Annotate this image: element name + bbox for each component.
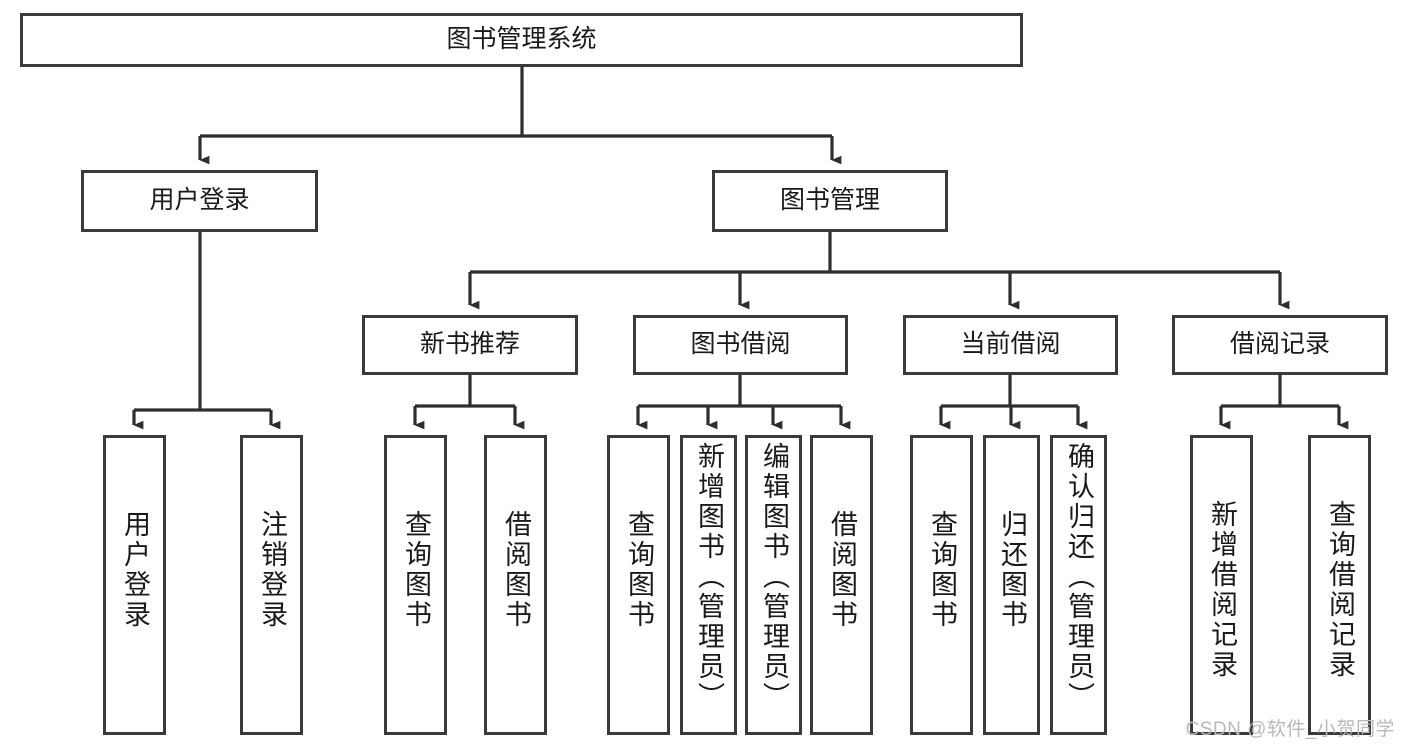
node-l3-当前借阅[interactable]: 当前借阅 <box>903 315 1118 375</box>
node-leaf-新增图书管理员-5[interactable]: 新增图书（管理员） <box>680 435 737 735</box>
node-leaf-label: 查询图书 <box>401 510 431 630</box>
node-leaf-借阅图书-7[interactable]: 借阅图书 <box>810 435 873 735</box>
node-leaf-label: 借阅图书 <box>501 510 531 630</box>
node-leaf-label: 新增借阅记录 <box>1207 500 1237 680</box>
node-leaf-label: 归还图书 <box>997 510 1027 630</box>
node-leaf-label: 用户登录 <box>120 510 150 630</box>
node-root-system[interactable]: 图书管理系统 <box>20 13 1023 67</box>
node-leaf-借阅图书-3[interactable]: 借阅图书 <box>484 435 547 735</box>
node-l3-图书借阅[interactable]: 图书借阅 <box>633 315 848 375</box>
node-l3-label: 当前借阅 <box>960 330 1061 359</box>
node-l3-借阅记录[interactable]: 借阅记录 <box>1172 315 1388 375</box>
node-leaf-确认归还管理员-10[interactable]: 确认归还（管理员） <box>1050 435 1107 735</box>
node-leaf-查询图书-2[interactable]: 查询图书 <box>384 435 447 735</box>
node-leaf-用户登录-0[interactable]: 用户登录 <box>103 435 166 735</box>
node-leaf-label: 借阅图书 <box>827 510 857 630</box>
node-leaf-label: 注销登录 <box>257 510 287 630</box>
node-l3-label: 新书推荐 <box>419 330 520 359</box>
node-l2-label: 图书管理 <box>779 186 880 215</box>
node-leaf-label: 查询图书 <box>624 510 654 630</box>
node-leaf-label: 查询借阅记录 <box>1325 500 1355 680</box>
node-leaf-查询借阅记录-12[interactable]: 查询借阅记录 <box>1308 435 1371 735</box>
node-l2-用户登录[interactable]: 用户登录 <box>81 170 318 232</box>
node-leaf-新增借阅记录-11[interactable]: 新增借阅记录 <box>1190 435 1253 735</box>
node-root-label: 图书管理系统 <box>446 25 597 54</box>
node-l2-label: 用户登录 <box>149 186 250 215</box>
node-l3-label: 图书借阅 <box>690 330 791 359</box>
node-leaf-编辑图书管理员-6[interactable]: 编辑图书（管理员） <box>745 435 802 735</box>
node-leaf-归还图书-9[interactable]: 归还图书 <box>983 435 1040 735</box>
node-leaf-注销登录-1[interactable]: 注销登录 <box>240 435 303 735</box>
watermark-text: CSDN @软件_小贺同学 <box>1185 719 1395 740</box>
node-leaf-label: 查询图书 <box>927 510 957 630</box>
node-leaf-label: 确认归还（管理员） <box>1064 442 1094 712</box>
node-l3-label: 借阅记录 <box>1229 330 1330 359</box>
node-l2-图书管理[interactable]: 图书管理 <box>712 170 948 232</box>
node-l3-新书推荐[interactable]: 新书推荐 <box>362 315 578 375</box>
node-leaf-label: 新增图书（管理员） <box>694 442 724 712</box>
node-leaf-查询图书-8[interactable]: 查询图书 <box>910 435 973 735</box>
node-leaf-label: 编辑图书（管理员） <box>759 442 789 712</box>
node-leaf-查询图书-4[interactable]: 查询图书 <box>607 435 670 735</box>
